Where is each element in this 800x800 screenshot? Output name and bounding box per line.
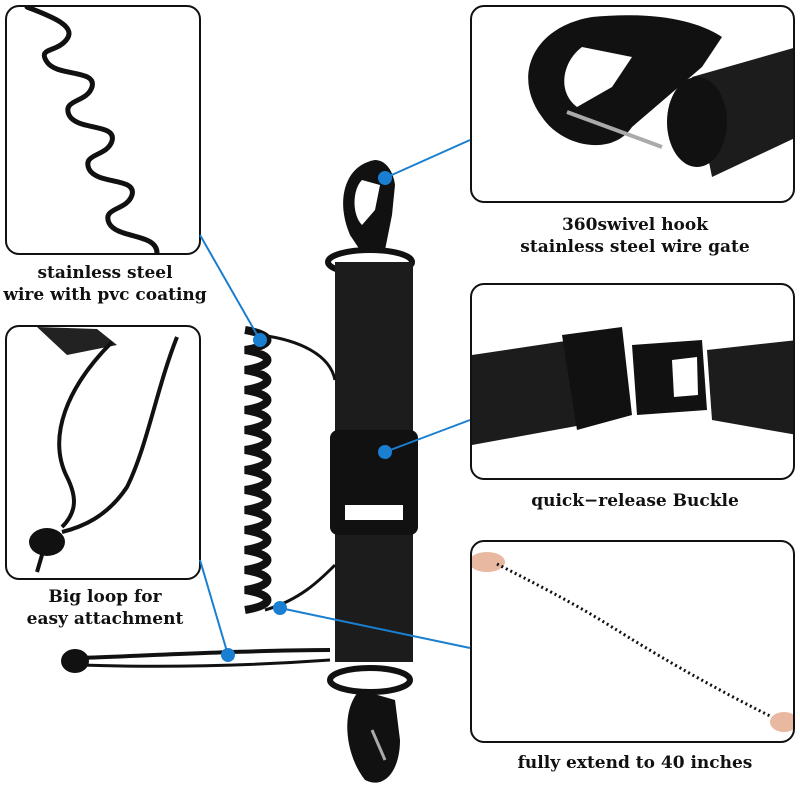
buckle-icon: [472, 327, 793, 445]
coil-wire-caption-line2: wire with pvc coating: [3, 285, 207, 305]
swivel-hook-panel: [470, 5, 795, 203]
coil-wire-caption-line1: stainless steel: [37, 263, 173, 283]
coil-spring-icon: [24, 7, 160, 253]
buckle-caption-text: quick−release Buckle: [531, 491, 739, 511]
coil-cord: [244, 326, 272, 614]
coil-wire-caption: stainless steel wire with pvc coating: [0, 262, 210, 306]
swivel-hook-caption-line1: 360swivel hook: [561, 215, 709, 235]
loop-panel: [5, 325, 201, 580]
extend-caption-text: fully extend to 40 inches: [517, 753, 753, 773]
extend-panel: [470, 540, 795, 743]
swivel-hook-caption: 360swivel hook stainless steel wire gate: [490, 214, 780, 258]
extend-caption: fully extend to 40 inches: [490, 752, 780, 774]
loop-caption-line1: Big loop for: [48, 587, 162, 607]
swivel-hook-icon: [528, 15, 793, 177]
extended-coil-icon: [472, 552, 793, 732]
swivel-hook-caption-line2: stainless steel wire gate: [520, 237, 750, 257]
buckle-caption: quick−release Buckle: [490, 490, 780, 512]
cord-loop-icon: [29, 327, 179, 573]
loop-caption-line2: easy attachment: [26, 609, 184, 629]
loop-caption: Big loop for easy attachment: [0, 586, 210, 630]
buckle-panel: [470, 283, 795, 480]
coil-wire-panel: [5, 5, 201, 255]
